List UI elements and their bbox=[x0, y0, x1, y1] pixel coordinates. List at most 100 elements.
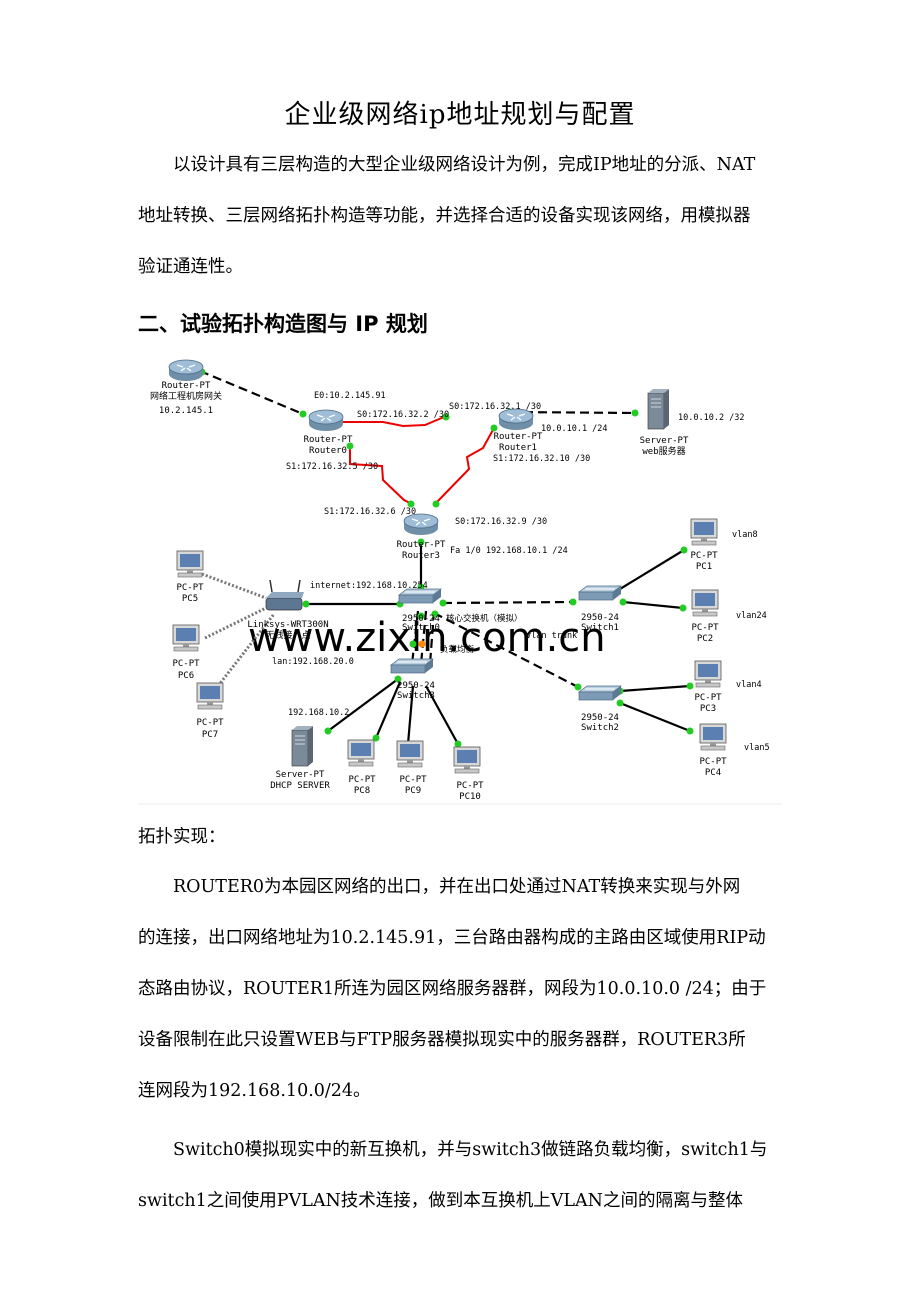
svg-text:S1:172.16.32.10 /30: S1:172.16.32.10 /30 bbox=[493, 454, 590, 464]
svg-text:S0:172.16.32.2 /30: S0:172.16.32.2 /30 bbox=[357, 410, 449, 420]
pc7[interactable] bbox=[196, 682, 224, 710]
pc6[interactable] bbox=[172, 624, 200, 652]
svg-text:Router-PT: Router-PT bbox=[162, 381, 211, 391]
intro-paragraph: 以设计具有三层构造的大型企业级网络设计为例，完成IP地址的分派、NAT 地址转换… bbox=[138, 140, 782, 293]
pc3[interactable] bbox=[694, 660, 722, 688]
switch2[interactable] bbox=[578, 685, 622, 701]
svg-text:2950-24: 2950-24 bbox=[581, 613, 619, 623]
svg-text:PC3: PC3 bbox=[700, 704, 716, 714]
svg-text:vlan8: vlan8 bbox=[732, 530, 758, 540]
svg-text:S0:172.16.32.9 /30: S0:172.16.32.9 /30 bbox=[455, 517, 547, 527]
svg-text:PC-PT: PC-PT bbox=[699, 757, 727, 767]
svg-text:vlan24: vlan24 bbox=[736, 611, 767, 621]
svg-text:10.2.145.1: 10.2.145.1 bbox=[159, 406, 213, 416]
svg-text:Switch1: Switch1 bbox=[581, 623, 619, 633]
svg-text:Switch0: Switch0 bbox=[402, 623, 440, 633]
status-dot-orange bbox=[418, 640, 426, 648]
svg-text:internet:192.168.10.254: internet:192.168.10.254 bbox=[310, 581, 428, 591]
page-title: 企业级网络ip地址规划与配置 bbox=[284, 100, 636, 130]
pc1[interactable] bbox=[690, 518, 718, 546]
router-gateway[interactable] bbox=[168, 359, 204, 382]
svg-text:网络工程机房网关: 网络工程机房网关 bbox=[150, 390, 222, 402]
svg-text:核心交换机（模拟）: 核心交换机（模拟） bbox=[446, 613, 523, 624]
intro-line: 地址转换、三层网络拓扑构造等功能，并选择合适的设备实现该网络，用模拟器 bbox=[138, 206, 751, 226]
svg-text:S0:172.16.32.1 /30: S0:172.16.32.1 /30 bbox=[449, 402, 541, 412]
svg-text:DHCP SERVER: DHCP SERVER bbox=[270, 781, 330, 791]
svg-text:PC8: PC8 bbox=[354, 786, 370, 796]
body-line: 的连接，出口网络地址为10.2.145.91，三台路由器构成的主路由区域使用RI… bbox=[138, 928, 766, 948]
dhcp-server[interactable] bbox=[291, 725, 314, 767]
router3[interactable] bbox=[403, 513, 439, 536]
body-line: ROUTER0为本园区网络的出口，并在出口处通过NAT转换来实现与外网 bbox=[173, 877, 741, 897]
svg-text:PC-PT: PC-PT bbox=[694, 693, 722, 703]
svg-text:Switch2: Switch2 bbox=[581, 723, 619, 733]
body-line: 连网段为192.168.10.0/24。 bbox=[138, 1081, 371, 1101]
body-line: Switch0模拟现实中的新互换机，并与switch3做链路负载均衡，switc… bbox=[173, 1140, 768, 1160]
svg-text:Fa 1/0 192.168.10.1 /24: Fa 1/0 192.168.10.1 /24 bbox=[450, 546, 568, 556]
svg-text:2950-24: 2950-24 bbox=[397, 681, 435, 691]
svg-text:S1:172.16.32.5 /30: S1:172.16.32.5 /30 bbox=[286, 462, 378, 472]
svg-text:2950-24: 2950-24 bbox=[402, 614, 440, 624]
svg-text:Server-PT: Server-PT bbox=[276, 770, 325, 780]
svg-text:PC-PT: PC-PT bbox=[196, 718, 224, 728]
svg-text:Linksys-WRT300N: Linksys-WRT300N bbox=[247, 620, 328, 630]
svg-text:PC5: PC5 bbox=[182, 594, 198, 604]
svg-text:Switch3: Switch3 bbox=[397, 691, 435, 701]
watermark: www.zixin.com.cn bbox=[248, 615, 606, 661]
svg-text:Router-PT: Router-PT bbox=[397, 540, 446, 550]
svg-text:负载均衡: 负载均衡 bbox=[440, 644, 475, 655]
pc9[interactable] bbox=[396, 740, 424, 768]
svg-text:vlan4: vlan4 bbox=[736, 680, 762, 690]
body-line: 设备限制在此只设置WEB与FTP服务器模拟现实中的服务器群，ROUTER3所 bbox=[138, 1030, 746, 1050]
svg-text:Router-PT: Router-PT bbox=[304, 435, 353, 445]
section-heading: 二、试验拓扑构造图与 IP 规划 bbox=[138, 312, 428, 336]
svg-text:S1:172.16.32.6 /30: S1:172.16.32.6 /30 bbox=[324, 507, 416, 517]
svg-text:PC-PT: PC-PT bbox=[399, 775, 427, 785]
svg-text:PC-PT: PC-PT bbox=[456, 781, 484, 791]
svg-text:PC9: PC9 bbox=[405, 786, 421, 796]
web-server[interactable] bbox=[647, 388, 670, 430]
svg-text:无线接入点: 无线接入点 bbox=[265, 629, 310, 641]
router0[interactable] bbox=[308, 409, 344, 432]
svg-text:web服务器: web服务器 bbox=[642, 445, 685, 457]
pc8[interactable] bbox=[347, 739, 375, 767]
network-topology-diagram: www.zixin.com.cn bbox=[138, 359, 782, 805]
svg-text:PC2: PC2 bbox=[697, 634, 713, 644]
svg-text:Server-PT: Server-PT bbox=[640, 436, 689, 446]
body-paragraph-1: ROUTER0为本园区网络的出口，并在出口处通过NAT转换来实现与外网 的连接，… bbox=[138, 862, 782, 1117]
links bbox=[199, 369, 691, 745]
svg-text:lan:192.168.20.0: lan:192.168.20.0 bbox=[272, 657, 354, 667]
svg-text:PC10: PC10 bbox=[459, 792, 481, 802]
svg-text:Router3: Router3 bbox=[402, 551, 440, 561]
svg-text:2950-24: 2950-24 bbox=[581, 713, 619, 723]
wireless-router[interactable] bbox=[265, 579, 304, 611]
svg-text:Router0: Router0 bbox=[309, 446, 347, 456]
svg-text:PC7: PC7 bbox=[202, 730, 218, 740]
router1[interactable] bbox=[498, 408, 534, 431]
body-line: 态路由协议，ROUTER1所连为园区网络服务器群，网段为10.0.10.0 /2… bbox=[138, 979, 767, 999]
pc10[interactable] bbox=[453, 746, 481, 774]
svg-text:PC-PT: PC-PT bbox=[176, 583, 204, 593]
svg-text:PC-PT: PC-PT bbox=[172, 659, 200, 669]
svg-text:E0:10.2.145.91: E0:10.2.145.91 bbox=[314, 391, 386, 401]
svg-text:PC-PT: PC-PT bbox=[691, 623, 719, 633]
intro-line: 验证通连性。 bbox=[138, 257, 243, 277]
device-labels: Router-PT 网络工程机房网关 10.2.145.1 Router-PT … bbox=[150, 381, 727, 802]
pc4[interactable] bbox=[699, 723, 727, 751]
svg-text:PC-PT: PC-PT bbox=[348, 775, 376, 785]
svg-text:vlan5: vlan5 bbox=[744, 743, 770, 753]
pc2[interactable] bbox=[691, 589, 719, 617]
svg-text:Router1: Router1 bbox=[499, 443, 537, 453]
svg-text:192.168.10.2: 192.168.10.2 bbox=[288, 708, 349, 718]
svg-text:PC4: PC4 bbox=[705, 768, 721, 778]
svg-text:PC-PT: PC-PT bbox=[690, 551, 718, 561]
switch3[interactable] bbox=[390, 658, 434, 674]
subheading: 拓扑实现： bbox=[138, 827, 226, 847]
switch0[interactable] bbox=[398, 588, 442, 604]
intro-line: 以设计具有三层构造的大型企业级网络设计为例，完成IP地址的分派、NAT bbox=[173, 155, 756, 175]
svg-text:Router-PT: Router-PT bbox=[494, 432, 543, 442]
pc5[interactable] bbox=[176, 550, 204, 578]
body-line: switch1之间使用PVLAN技术连接，做到本互换机上VLAN之间的隔离与整体 bbox=[138, 1191, 743, 1211]
switch1[interactable] bbox=[578, 585, 622, 601]
address-labels: E0:10.2.145.91 S0:172.16.32.2 /30 S0:172… bbox=[272, 391, 770, 753]
